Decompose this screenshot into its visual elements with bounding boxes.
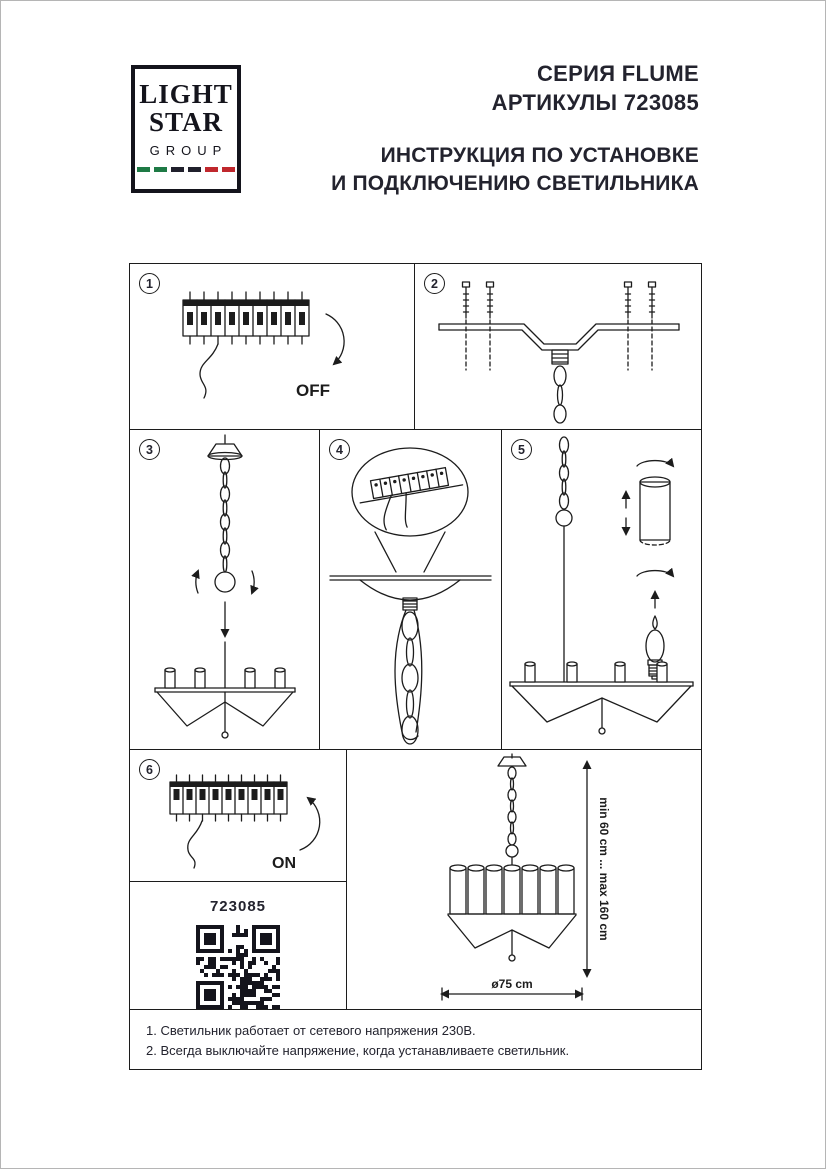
step-4-number: 4 bbox=[329, 439, 350, 460]
chandelier-hanging-illustration bbox=[154, 434, 296, 739]
dimensions-panel: min 60 cm ... max 160 cm ø75 cm bbox=[346, 749, 702, 1010]
logo-text-group: GROUP bbox=[149, 143, 228, 158]
logo-text-star: STAR bbox=[148, 107, 224, 137]
footer-note-2: 2. Всегда выключайте напряжение, когда у… bbox=[146, 1043, 570, 1058]
step-6-number: 6 bbox=[139, 759, 160, 780]
step-5-panel: 5 bbox=[501, 429, 702, 750]
diameter-dimension-label: ø75 cm bbox=[491, 977, 532, 991]
logo-text-light: LIGHT bbox=[139, 79, 233, 109]
step-5-number: 5 bbox=[511, 439, 532, 460]
article-number: 723085 bbox=[209, 898, 267, 915]
step-1-panel: 1 OFF bbox=[129, 263, 415, 430]
shade-and-bulb-illustration bbox=[509, 436, 694, 735]
series-title: СЕРИЯ FLUME bbox=[536, 61, 699, 86]
final-chandelier-illustration: min 60 cm ... max 160 cm ø75 cm bbox=[440, 753, 611, 1001]
on-label: ON bbox=[272, 855, 296, 872]
logo-flag-stripe bbox=[135, 167, 237, 172]
header: СЕРИЯ FLUME АРТИКУЛЫ 723085 ИНСТРУКЦИЯ П… bbox=[331, 59, 699, 198]
step-1-number: 1 bbox=[139, 273, 160, 294]
breaker-off-illustration: OFF bbox=[182, 291, 345, 400]
footer-notes: 1. Светильник работает от сетевого напря… bbox=[129, 1009, 702, 1070]
step-2-number: 2 bbox=[424, 273, 445, 294]
off-label: OFF bbox=[296, 381, 330, 400]
breaker-on-illustration: ON bbox=[169, 774, 321, 872]
articles-title: АРТИКУЛЫ 723085 bbox=[491, 90, 699, 115]
instruction-title-line1: ИНСТРУКЦИЯ ПО УСТАНОВКЕ bbox=[380, 144, 699, 167]
footer-note-1: 1. Светильник работает от сетевого напря… bbox=[146, 1023, 476, 1038]
step-3-number: 3 bbox=[139, 439, 160, 460]
step-6-panel: 6 ON bbox=[129, 749, 347, 882]
step-2-panel: 2 bbox=[414, 263, 702, 430]
lightstar-logo: LIGHT STAR GROUP bbox=[131, 65, 241, 193]
article-panel: 723085 bbox=[129, 881, 347, 1010]
qr-code bbox=[196, 925, 280, 1009]
instruction-title-line2: И ПОДКЛЮЧЕНИЮ СВЕТИЛЬНИКА bbox=[331, 172, 699, 195]
height-dimension-label: min 60 cm ... max 160 cm bbox=[597, 797, 611, 940]
step-4-panel: 4 bbox=[319, 429, 502, 750]
canopy-wiring-illustration bbox=[329, 447, 492, 745]
mounting-bracket-illustration bbox=[438, 281, 680, 424]
step-3-panel: 3 bbox=[129, 429, 320, 750]
